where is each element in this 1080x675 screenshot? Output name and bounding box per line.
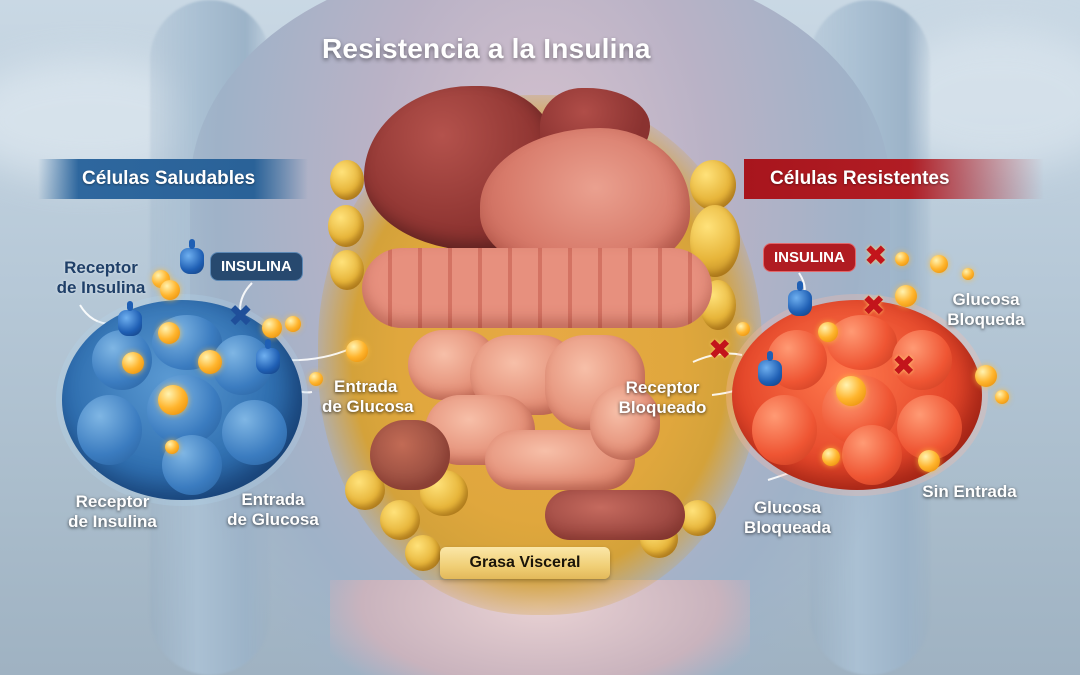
label-line: Bloqueada	[744, 518, 831, 537]
label-line: de Glucosa	[322, 397, 414, 416]
blocked-x-icon: ✖	[864, 239, 888, 272]
resistant-cells-banner: Células Resistentes	[744, 159, 1044, 199]
fat-globule	[405, 535, 441, 571]
glucose-molecule	[158, 385, 188, 415]
cell-lobe	[842, 425, 902, 485]
glucose-molecule	[736, 322, 750, 336]
fat-globule	[330, 250, 364, 290]
label-no-entry: Sin Entrada	[922, 482, 1017, 501]
glucose-molecule	[930, 255, 948, 273]
label-line: de Insulina	[68, 512, 157, 531]
label-line: Entrada	[334, 377, 398, 396]
label-glucose-entry: Entrada de Glucosa	[322, 377, 422, 417]
blocked-x-icon: ✖	[892, 349, 916, 382]
label-line: Bloqueado	[618, 398, 707, 417]
cell-lobe	[892, 330, 952, 390]
insulin-receptor-icon	[256, 339, 280, 374]
label-blocked-glucose-bottom: Glucosa Bloqueada	[730, 498, 845, 538]
insulin-receptor-icon	[118, 301, 142, 336]
glucose-molecule	[895, 285, 917, 307]
cell-lobe	[897, 395, 962, 460]
insulin-receptor-icon	[758, 351, 782, 386]
glucose-molecule	[285, 316, 301, 332]
healthy-cell	[62, 300, 302, 500]
label-line: Receptor	[75, 492, 150, 511]
visceral-fat-label: Grasa Visceral	[440, 547, 610, 579]
glucose-molecule	[160, 280, 180, 300]
glucose-molecule	[918, 450, 940, 472]
insulin-tag-healthy: INSULINA	[210, 252, 303, 281]
label-line: Glucosa	[753, 498, 822, 517]
blocked-x-icon: ✖	[862, 289, 886, 322]
fat-globule	[690, 160, 736, 210]
label-line: de Insulina	[56, 278, 146, 297]
glucose-molecule	[822, 448, 840, 466]
glucose-molecule	[895, 252, 909, 266]
cell-lobe	[77, 395, 142, 465]
fat-globule	[330, 160, 364, 200]
ascending-colon	[370, 420, 450, 490]
glucose-molecule	[122, 352, 144, 374]
label-line: Receptor	[64, 258, 138, 277]
label-line: Entrada	[241, 490, 305, 509]
label-blocked-receptor: Receptor Bloqueado	[610, 378, 715, 418]
label-blocked-glucose-top: Glucosa Bloqueda	[936, 290, 1036, 330]
fat-globule	[328, 205, 364, 247]
glucose-molecule	[262, 318, 282, 338]
glucose-molecule	[158, 322, 180, 344]
healthy-cells-banner: Células Saludables	[38, 159, 308, 199]
healthy-cells-heading: Células Saludables	[82, 168, 256, 189]
cell-lobe	[827, 315, 897, 370]
insulin-tag-resistant: INSULINA	[763, 243, 856, 272]
label-line: Glucosa	[952, 290, 1020, 309]
blocked-x-icon: ✖	[708, 333, 732, 366]
blue-x-icon: ✖	[228, 299, 254, 334]
label-line: Bloqueda	[947, 310, 1025, 329]
label-insulin-receptor-top: Receptor de Insulina	[46, 258, 156, 298]
insulin-receptor-icon	[788, 281, 812, 316]
fat-globule	[380, 500, 420, 540]
glucose-molecule	[962, 268, 974, 280]
cell-lobe	[147, 375, 222, 445]
label-glucose-entry-bottom: Entrada de Glucosa	[218, 490, 328, 530]
label-line: de Glucosa	[227, 510, 319, 529]
glucose-molecule	[198, 350, 222, 374]
glucose-molecule	[346, 340, 368, 362]
glucose-molecule	[309, 372, 323, 386]
small-intestine	[590, 385, 660, 460]
glucose-molecule	[995, 390, 1009, 404]
label-insulin-receptor-bottom: Receptor de Insulina	[55, 492, 170, 532]
transverse-colon	[362, 248, 712, 328]
page-title: Resistencia a la Insulina	[322, 33, 651, 64]
insulin-receptor-icon	[180, 239, 204, 274]
cell-lobe	[222, 400, 287, 465]
glucose-molecule	[975, 365, 997, 387]
cell-lobe	[752, 395, 817, 465]
glucose-molecule	[818, 322, 838, 342]
fat-globule	[680, 500, 716, 536]
resistant-cells-heading: Células Resistentes	[770, 168, 950, 189]
glucose-molecule	[165, 440, 179, 454]
descending-colon	[545, 490, 685, 540]
glucose-molecule	[836, 376, 866, 406]
label-line: Receptor	[625, 378, 700, 397]
